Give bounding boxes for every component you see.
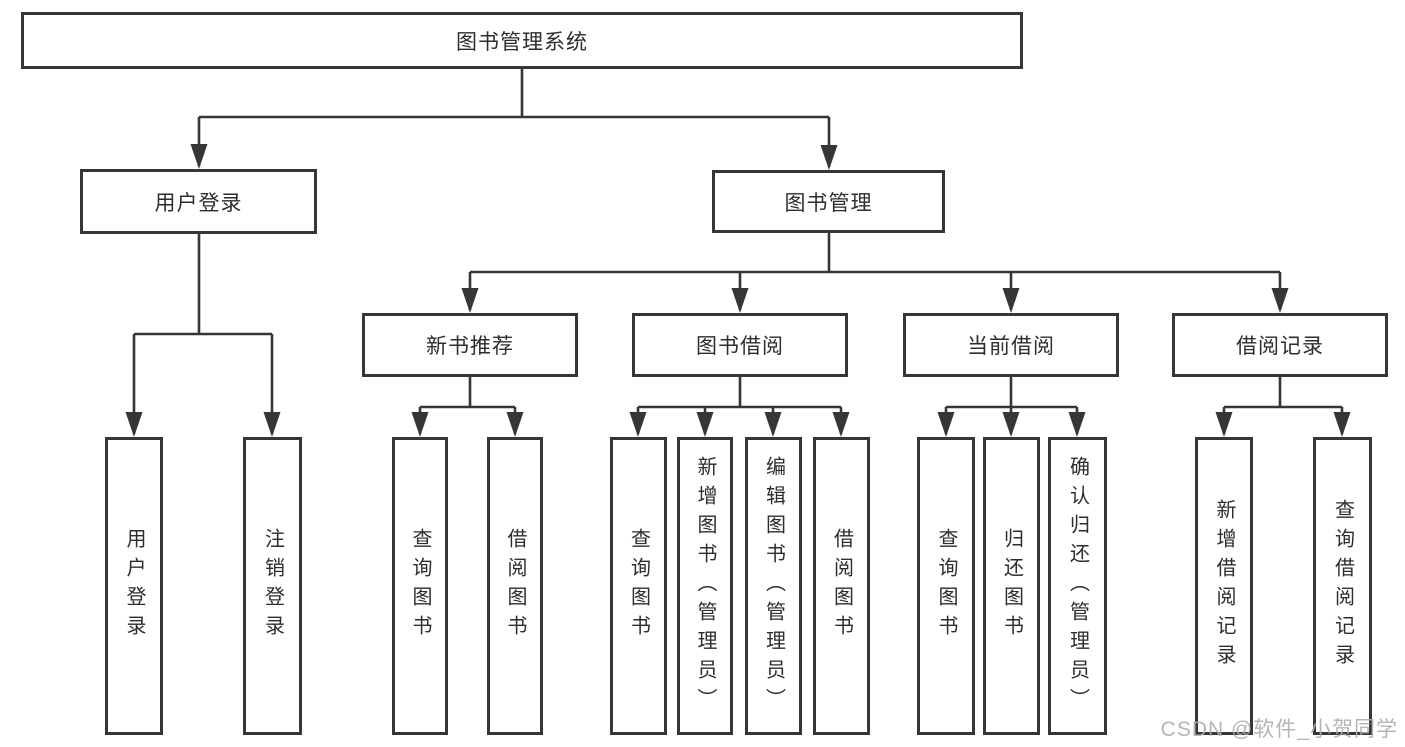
arrow-icon (764, 412, 782, 437)
node-add-borrow-record: 新增借阅记录 (1195, 437, 1253, 735)
arrow-icon (125, 412, 143, 437)
arrow-icon (1002, 412, 1020, 437)
node-borrow-books-1: 借阅图书 (487, 437, 543, 735)
arrow-icon (820, 145, 838, 170)
edge-user-login-children (132, 234, 274, 434)
node-user-login: 用户登录 (80, 169, 317, 234)
node-edit-books-admin: 编辑图书（管理员） (745, 437, 802, 735)
csdn-watermark: CSDN @软件_小贺同学 (1160, 718, 1398, 741)
node-user-login-leaf: 用户登录 (105, 437, 163, 735)
node-root-title: 图书管理系统 (21, 12, 1023, 69)
edge-book-borrow-children (636, 377, 843, 434)
arrow-icon (190, 144, 208, 169)
node-query-books-1: 查询图书 (392, 437, 448, 735)
arrowheads (125, 144, 1351, 437)
arrow-icon (461, 288, 479, 313)
node-query-books-2: 查询图书 (610, 437, 667, 735)
edge-book-mgmt-children (468, 233, 1282, 310)
arrow-icon (937, 412, 955, 437)
arrow-icon (506, 412, 524, 437)
arrow-icon (1215, 412, 1233, 437)
node-book-management: 图书管理 (712, 170, 945, 233)
arrow-icon (629, 412, 647, 437)
edge-root-to-level2 (197, 69, 831, 167)
node-new-book-recommend: 新书推荐 (362, 313, 578, 377)
arrow-icon (263, 412, 281, 437)
arrow-icon (731, 288, 749, 313)
node-query-books-3: 查询图书 (917, 437, 975, 735)
node-logout-leaf: 注销登录 (243, 437, 302, 735)
edge-borrow-records-children (1222, 377, 1344, 434)
node-confirm-return-admin: 确认归还（管理员） (1048, 437, 1107, 735)
node-return-books: 归还图书 (983, 437, 1040, 735)
arrow-icon (696, 412, 714, 437)
arrow-icon (1068, 412, 1086, 437)
arrow-icon (832, 412, 850, 437)
arrow-icon (1271, 288, 1289, 313)
edge-new-book-rec-children (418, 377, 517, 434)
node-add-books-admin: 新增图书（管理员） (677, 437, 733, 735)
node-book-borrowing: 图书借阅 (632, 313, 848, 377)
arrow-icon (411, 412, 429, 437)
node-borrow-records: 借阅记录 (1172, 313, 1388, 377)
node-query-borrow-record: 查询借阅记录 (1313, 437, 1372, 735)
arrow-icon (1333, 412, 1351, 437)
arrow-icon (1002, 288, 1020, 313)
node-borrow-books-2: 借阅图书 (813, 437, 870, 735)
node-current-borrowing: 当前借阅 (903, 313, 1119, 377)
